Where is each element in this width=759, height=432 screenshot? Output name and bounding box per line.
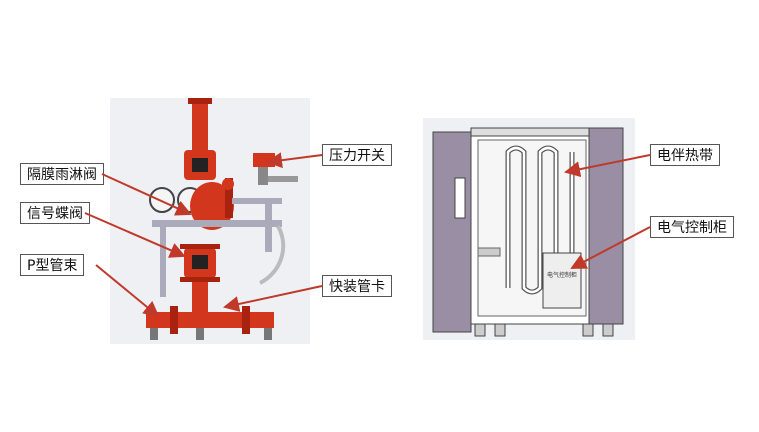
cabinet-panel: 电气控制柜	[423, 118, 635, 340]
label-electric-control-cabinet: 电气控制柜	[650, 216, 734, 238]
cabinet-drawing	[432, 127, 624, 337]
label-diaphragm-deluge-valve: 隔膜雨淋阀	[20, 163, 104, 185]
label-pressure-switch: 压力开关	[322, 144, 392, 166]
label-quick-pipe-clamp: 快装管卡	[322, 275, 392, 297]
valve-assembly-panel	[110, 98, 310, 344]
valve-assembly-drawing	[146, 98, 298, 340]
label-p-type-pipe-clamp: P型管束	[20, 254, 85, 276]
label-electric-heat-tracing: 电伴热带	[650, 144, 720, 166]
label-signal-butterfly-valve: 信号蝶阀	[20, 202, 90, 224]
cabinet-plate-text: 电气控制柜	[546, 272, 577, 279]
